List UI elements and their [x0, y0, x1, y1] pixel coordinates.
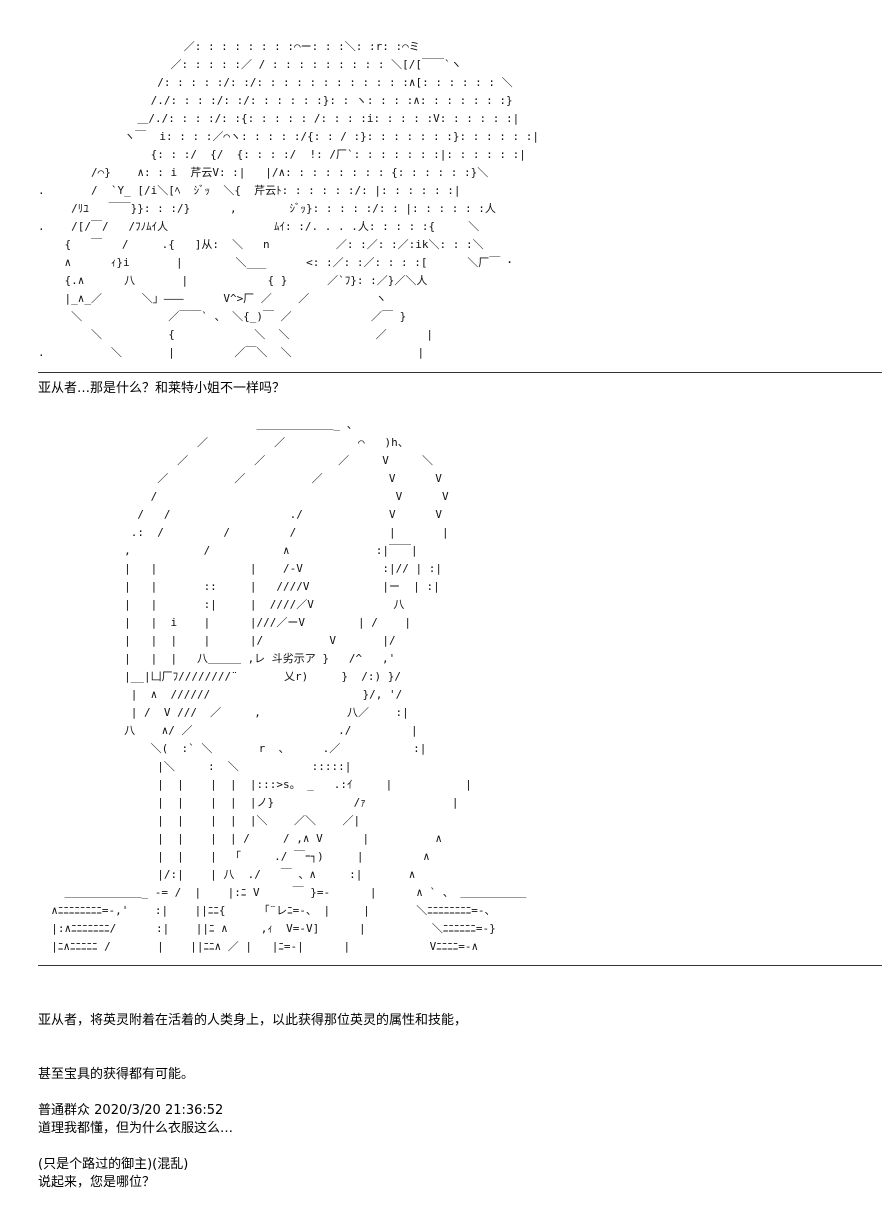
ascii-art-line: ／ ／ ／ V ＼	[38, 454, 433, 467]
ascii-art-line: | | i | |///／ーV | / |	[38, 616, 411, 629]
ascii-art-line: | | :: | ////V |ー | :|	[38, 580, 440, 593]
dialogue-caption: 亚从者…那是什么？和莱特小姐不一样吗？	[38, 381, 286, 396]
ascii-art-top: ／: : : : : : : :⌒ー: : :＼: :r: :⌒ミ ／: : :…	[38, 38, 539, 362]
ascii-art-line: ／ ／ ／ V V	[38, 472, 442, 485]
ascii-art-line: /./: : : :/: :/: : : : : :}: : ヽ: : : :∧…	[38, 94, 513, 107]
ascii-art-line: /: : : : :/: :/: : : : : : : : : : : :∧[…	[38, 76, 513, 89]
ascii-art-line: / V V	[38, 490, 449, 503]
ascii-art-line: |＼ : ＼ :::::|	[38, 760, 352, 773]
ascii-art-line: | | :| | ////／V 八	[38, 598, 405, 611]
ascii-art-line: ＿＿＿＿＿＿＿_ -= / | |:ﾆ V ￣ }=- | ∧ ` 、 ＿＿＿＿…	[38, 886, 527, 899]
ascii-art-line: | | | 「 ./ ￣ｰ┐) | ∧	[38, 850, 430, 863]
ascii-art-line: |__|凵厂ﾌ////////¨ 乂r) } /:) }/	[38, 670, 402, 683]
ascii-art-line: ／: : : : : : : :⌒ー: : :＼: :r: :⌒ミ	[38, 40, 420, 53]
ascii-art-line: | | | | |ノ} /ｧ |	[38, 796, 459, 809]
ascii-art-line: |:∧ﾆﾆﾆﾆﾆﾆﾆ/ :| ||ﾆ ∧ ,ｨ V=-V] | ＼ﾆﾆﾆﾆﾆﾆ=…	[38, 922, 496, 935]
poster-name: 普通群众	[38, 1103, 91, 1118]
ascii-art-line: ＿＿＿＿＿＿＿_ 、	[38, 418, 358, 431]
ascii-art-line: |/:| | 八 ./ ￣ 、∧ :| ∧	[38, 868, 416, 881]
ascii-art-line: ∧ ｨ}i | ＼___ <: :／: :／: : : :[ ＼厂￣ ･	[38, 256, 513, 269]
divider	[38, 965, 882, 966]
ascii-art-line: ＼ { ＼ ＼ ／ |	[38, 328, 433, 341]
ascii-art-line: .: / / / | |	[38, 526, 449, 539]
ascii-art-line: . /[/￣/ /ﾌﾉﾑｲ人 ﾑｲ: :/. . . .人: : : : :{ …	[38, 220, 480, 233]
ascii-art-line: / / ./ V V	[38, 508, 442, 521]
ascii-art-line: | | | /-V :|// | :|	[38, 562, 442, 575]
ascii-art-line: /⌒} ∧: : i 芹云V: :| |/∧: : : : : : : : {:…	[38, 166, 489, 179]
divider	[38, 372, 882, 373]
ascii-art-line: ＿/./: : : :/: :{: : : : : /: : : :i: : :…	[38, 112, 520, 125]
ascii-art-line: | / V /// ／ , 八／ :|	[38, 706, 409, 719]
post-timestamp: 2020/3/20 21:36:52	[94, 1103, 224, 1118]
ascii-art-line: , / ∧ :|￣￣|	[38, 544, 418, 557]
ascii-art-line: ／: : : : :／ / : : : : : : : : : ＼[/[￣￣`ヽ	[38, 58, 462, 71]
post-signature: 普通群众 2020/3/20 21:36:52 (只是个路过的御主)(混乱)	[38, 1066, 223, 1192]
ascii-art-bottom: ＿＿＿＿＿＿＿_ 、 ／ ／ ⌒ )h、 ／ ／ ／ V ＼ ／ ／ ／ V V…	[38, 416, 526, 956]
ascii-art-line: | | | | |/ V |/	[38, 634, 396, 647]
ascii-art-line: /ﾘﾕ ￣￣}}: : :/} , ｼﾞｯ}: : : : :/: : |: :…	[38, 202, 496, 215]
ascii-art-line: { ￣ / .{ ]从: ＼ n ／: :／: :／:ik＼: : :＼	[38, 238, 484, 251]
ascii-art-line: ／ ／ ⌒ )h、	[38, 436, 409, 449]
ascii-art-line: |ﾆ∧ﾆﾆﾆﾆﾆ / | ||ﾆﾆ∧ ／ | |ﾆ=-| | Vﾆﾆﾆﾆ=-∧	[38, 940, 479, 953]
ascii-art-line: | | | | |＼ ／＼ ／|	[38, 814, 361, 827]
ascii-art-line: | | | | / / ,∧ V | ∧	[38, 832, 442, 845]
ascii-art-line: |_∧_／ ＼」——— V^>厂 ／ ／ ヽ	[38, 292, 387, 305]
ascii-art-line: {.∧ 八 | { } ／`ﾌ}: :／}／＼人	[38, 274, 428, 287]
ascii-art-line: ＼( :` ＼ r 、 .／ :|	[38, 742, 427, 755]
ascii-art-line: | ∧ ////// }/, '/	[38, 688, 403, 701]
ascii-art-line: | | | 八＿＿＿ ,レ 斗劣示ア } /^ ,'	[38, 652, 396, 665]
ascii-art-line: . ＼ | ／￣＼ ＼ |	[38, 346, 425, 359]
dialogue-line: 甚至宝具的获得都有可能。	[38, 1067, 195, 1082]
ascii-art-line: . / `Y_ [/i＼[ﾍ ｼﾞｯ ＼{ 芹云ﾄ: : : : : :/: |…	[38, 184, 461, 197]
ascii-art-line: ヽ￣ i: : : :／⌒ヽ: : : : :/{: : / :}: : : :…	[38, 130, 539, 143]
ascii-art-line: {: : :/ {/ {: : : :/ !: /厂`: : : : : : :…	[38, 148, 526, 161]
ascii-art-line: | | | | |:::>s。 _ .:ｲ | |	[38, 778, 472, 791]
dialogue-line: 亚从者，将英灵附着在活着的人类身上，以此获得那位英灵的属性和技能，	[38, 1013, 468, 1028]
ascii-art-line: ∧ﾆﾆﾆﾆﾆﾆﾆﾆ=-,' :| ||ﾆﾆ{ 「¨レﾆ=-、 | | ＼ﾆﾆﾆﾆ…	[38, 904, 496, 917]
ascii-art-line: ＼ ／￣￣` 、 ＼{_)￣ ／ ／￣ }	[38, 310, 407, 323]
poster-note: (只是个路过的御主)(混乱)	[38, 1157, 189, 1172]
ascii-art-line: 八 ∧/ ／ ./ |	[38, 724, 418, 737]
